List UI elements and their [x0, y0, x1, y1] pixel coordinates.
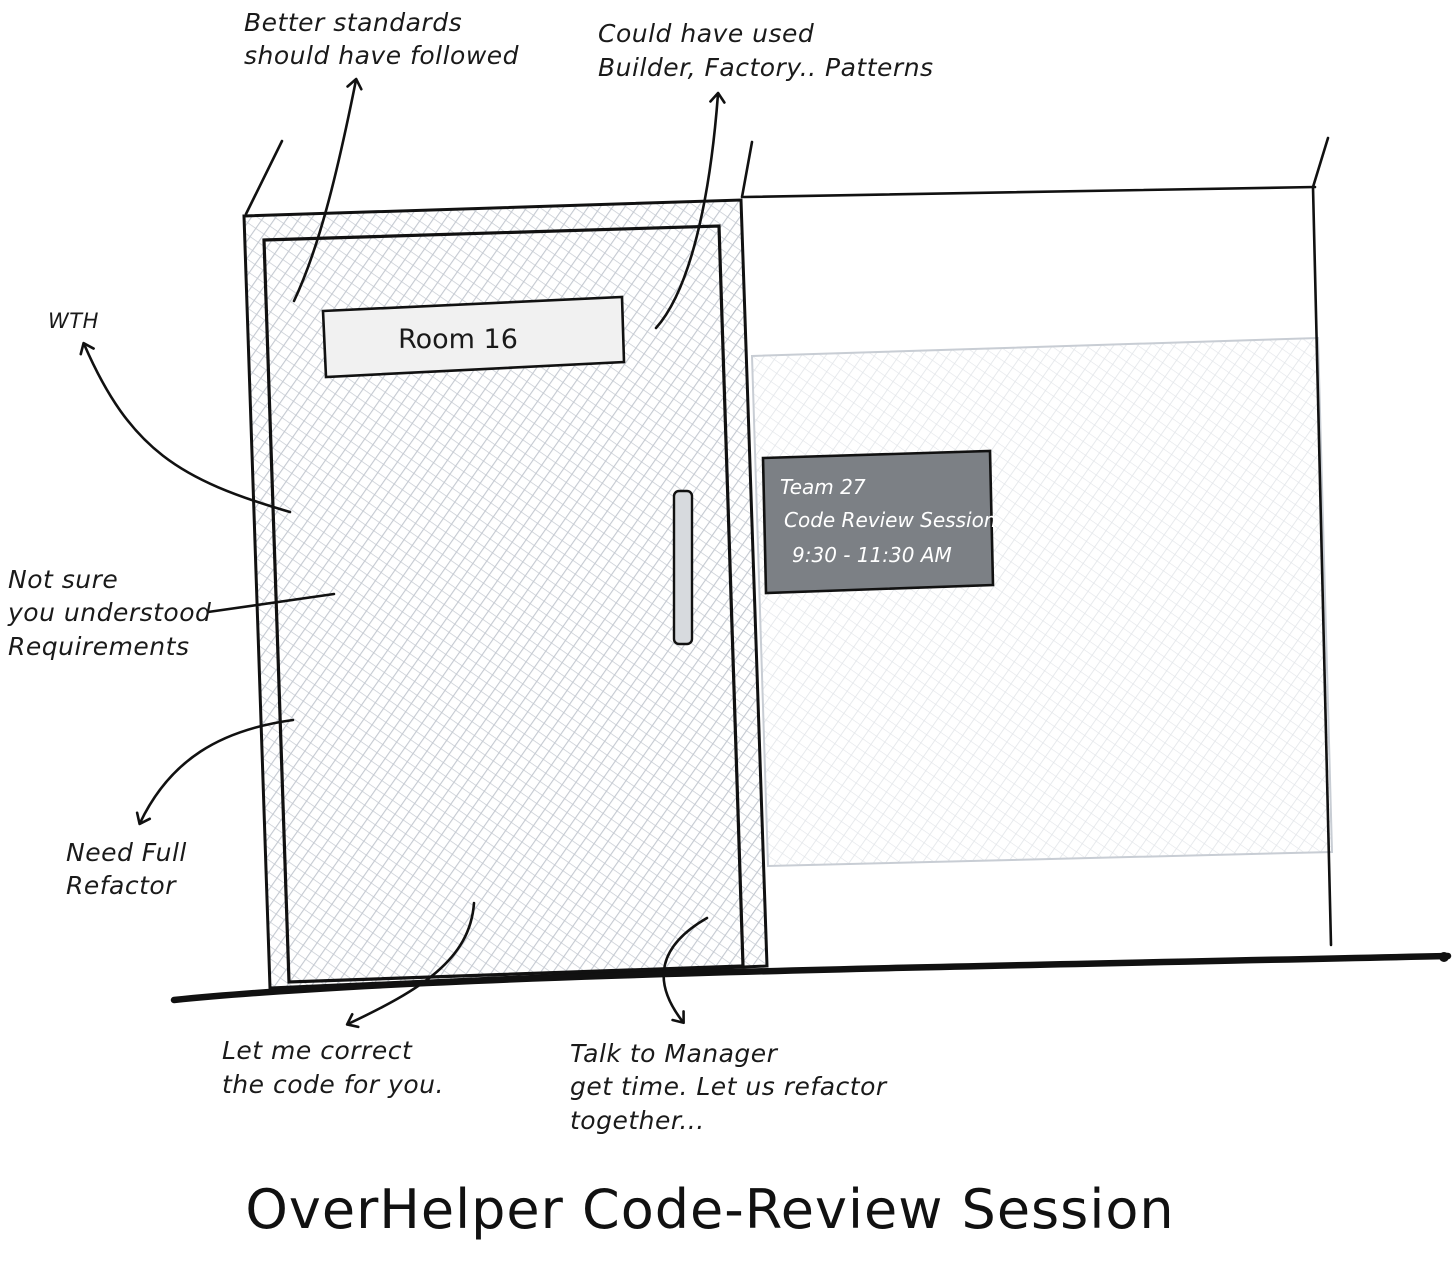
sketch-title: OverHelper Code-Review Session: [245, 1178, 1174, 1241]
door-frame-corner: [244, 139, 284, 216]
annotation-line: get time. Let us refactor: [570, 1072, 888, 1101]
arrow-standards: [292, 77, 363, 303]
schedule-team: Team 27: [780, 475, 866, 499]
door[interactable]: [262, 224, 745, 984]
annotation-line: Not sure: [8, 565, 118, 594]
annotation-correct: Let me correct the code for you.: [222, 1036, 444, 1099]
window-pane: [750, 336, 1334, 868]
annotation-line: Let me correct: [222, 1036, 413, 1065]
annotation-line: should have followed: [244, 41, 519, 70]
annotation-line: the code for you.: [222, 1070, 444, 1099]
annotation-line: WTH: [48, 309, 99, 333]
wall-top-edge: [742, 185, 1317, 199]
wall-left-corner: [740, 140, 754, 199]
wall-right-corner: [1311, 136, 1330, 189]
room-sign-text: Room 16: [398, 324, 518, 355]
annotation-line: you understood: [7, 598, 211, 627]
arrow-correct: [345, 901, 476, 1029]
annotation-wth: WTH: [48, 309, 99, 333]
arrow-manager: [662, 916, 709, 1025]
arrow-wth: [79, 341, 292, 514]
annotation-line: together...: [570, 1106, 705, 1135]
schedule-time: 9:30 - 11:30 AM: [792, 543, 952, 567]
arrow-requirements: [206, 592, 336, 614]
door-panel[interactable]: [262, 224, 745, 984]
annotation-top-left: Better standards should have followed: [244, 8, 519, 70]
wall-outline: [740, 136, 1333, 947]
annotation-line: Could have used: [598, 19, 814, 48]
annotation-line: Requirements: [8, 632, 189, 661]
annotation-top-right: Could have used Builder, Factory.. Patte…: [598, 19, 934, 82]
annotation-line: Refactor: [66, 871, 177, 900]
floor-line-end: [1439, 952, 1449, 962]
annotation-arrows: [79, 77, 726, 1029]
floor-line: [170, 952, 1452, 1004]
glass-window: [750, 336, 1334, 868]
door-handle[interactable]: [672, 489, 694, 646]
annotation-manager: Talk to Manager get time. Let us refacto…: [570, 1039, 888, 1135]
wall-right-edge: [1311, 185, 1333, 947]
arrow-refactor: [135, 718, 295, 826]
schedule-session: Code Review Session: [784, 508, 996, 532]
arrow-patterns: [654, 91, 726, 330]
annotation-refactor: Need Full Refactor: [66, 838, 187, 900]
schedule-panel: Team 27 Code Review Session 9:30 - 11:30…: [761, 449, 996, 595]
annotation-line: Talk to Manager: [570, 1039, 779, 1068]
room-sign: Room 16: [321, 295, 626, 379]
annotation-line: Need Full: [66, 838, 187, 867]
room-sign-plate: [321, 295, 626, 379]
annotation-line: Better standards: [244, 8, 462, 37]
schedule-panel-board: [761, 449, 995, 595]
annotation-line: Builder, Factory.. Patterns: [598, 53, 934, 82]
annotation-requirements: Not sure you understood Requirements: [7, 565, 211, 661]
